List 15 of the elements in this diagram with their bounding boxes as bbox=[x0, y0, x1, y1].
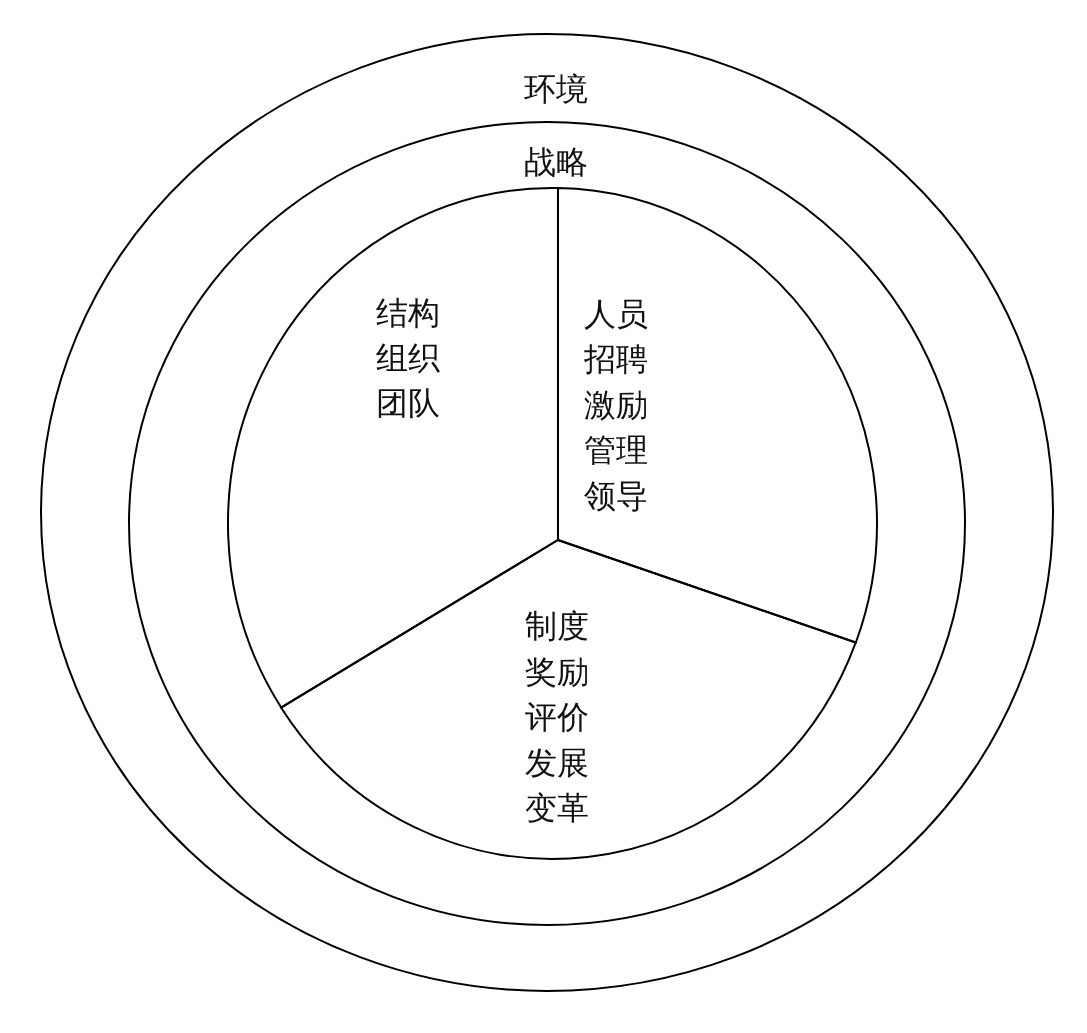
sector-heading: 结构 bbox=[376, 295, 440, 331]
list-item: 发展 bbox=[525, 744, 589, 781]
list-item: 评价 bbox=[525, 699, 589, 735]
list-item: 组织 bbox=[376, 340, 440, 376]
list-item: 领导 bbox=[584, 478, 648, 514]
list-item: 变革 bbox=[525, 790, 589, 826]
sector-heading: 制度 bbox=[525, 608, 589, 644]
list-item: 管理 bbox=[584, 432, 648, 469]
list-item: 招聘 bbox=[584, 341, 648, 378]
ring-label: 战略 bbox=[524, 144, 588, 180]
list-item: 奖励 bbox=[525, 653, 589, 690]
list-item: 激励 bbox=[584, 387, 648, 423]
list-item: 团队 bbox=[376, 385, 440, 421]
sector-heading: 人员 bbox=[584, 296, 648, 332]
ring-label: 环境 bbox=[524, 71, 588, 107]
